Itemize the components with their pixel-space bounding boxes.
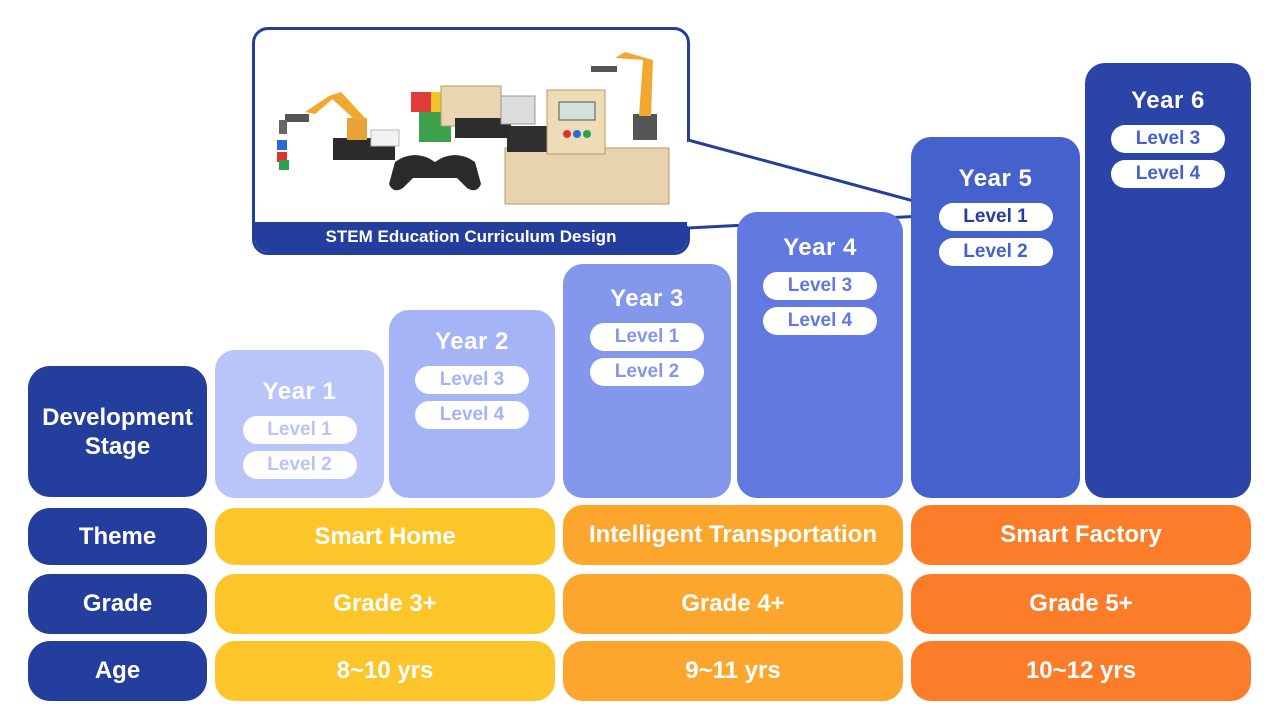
row-label-theme: Theme <box>28 508 207 565</box>
year-title: Year 5 <box>958 165 1033 192</box>
level-pill: Level 2 <box>242 451 357 479</box>
age-10-12: 10~12 yrs <box>911 641 1251 701</box>
year-column-4: Year 4 Level 3 Level 4 <box>737 212 903 498</box>
grade-4-plus: Grade 4+ <box>563 574 903 634</box>
development-stage-text: Development Stage <box>42 403 193 460</box>
year-title: Year 2 <box>435 328 509 355</box>
level-pill: Level 3 <box>1111 125 1225 153</box>
level-pill: Level 1 <box>242 416 357 444</box>
grade-3-plus: Grade 3+ <box>215 574 555 634</box>
theme-smart-home: Smart Home <box>215 508 555 565</box>
level-pill: Level 2 <box>938 238 1053 266</box>
row-label-grade: Grade <box>28 574 207 634</box>
age-label-text: Age <box>94 657 141 684</box>
level-pill: Level 2 <box>590 358 704 386</box>
curriculum-callout: STEM Education Curriculum Design <box>252 27 690 255</box>
theme-label-text: Theme <box>78 522 157 550</box>
theme-intelligent-transportation: Intelligent Transportation <box>563 505 903 565</box>
level-pill: Level 3 <box>763 272 877 300</box>
robot-kits-illustration <box>277 52 670 205</box>
year-column-2: Year 2 Level 3 Level 4 <box>389 310 555 498</box>
year-column-3: Year 3 Level 1 Level 2 <box>563 264 731 498</box>
callout-caption: STEM Education Curriculum Design <box>255 222 687 252</box>
year-title: Year 3 <box>610 285 684 312</box>
year-title: Year 1 <box>262 378 337 405</box>
level-pill: Level 4 <box>1111 160 1225 188</box>
grade-5-plus: Grade 5+ <box>911 574 1251 634</box>
year-title: Year 4 <box>783 234 857 261</box>
year-column-1: Year 1 Level 1 Level 2 <box>215 350 384 498</box>
level-pill: Level 1 <box>938 203 1053 231</box>
year-title: Year 6 <box>1131 87 1205 114</box>
row-label-development-stage: Development Stage <box>28 366 207 497</box>
smart-factory-kit <box>504 52 670 205</box>
year-column-5: Year 5 Level 1 Level 2 <box>911 137 1080 498</box>
row-label-age: Age <box>28 641 207 701</box>
level-pill: Level 1 <box>590 323 704 351</box>
robot-arm-kit-left <box>277 92 400 170</box>
game-controller <box>389 155 481 191</box>
level-pill: Level 4 <box>415 401 529 429</box>
conveyor-kit <box>440 85 536 138</box>
year-column-6: Year 6 Level 3 Level 4 <box>1085 63 1251 498</box>
level-pill: Level 3 <box>415 366 529 394</box>
age-9-11: 9~11 yrs <box>563 641 903 701</box>
level-pill: Level 4 <box>763 307 877 335</box>
age-8-10: 8~10 yrs <box>215 641 555 701</box>
theme-smart-factory: Smart Factory <box>911 505 1251 565</box>
grade-label-text: Grade <box>82 590 153 617</box>
